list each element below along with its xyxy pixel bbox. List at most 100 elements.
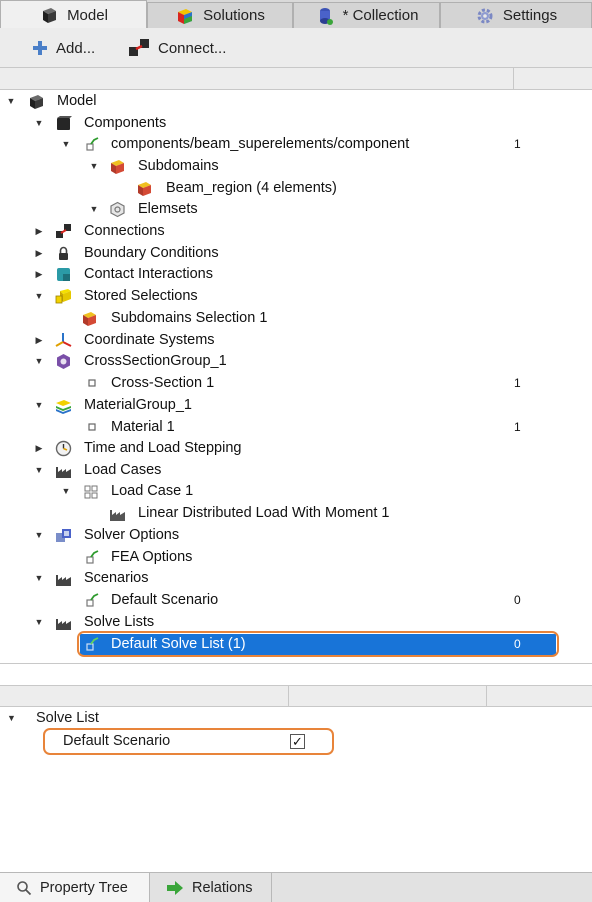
collapse-arrow-icon[interactable]: ▼	[34, 400, 44, 410]
tree-row-cross-section-group[interactable]: ▼ CrossSectionGroup_1	[0, 351, 592, 372]
tree-row-scenarios[interactable]: ▼ Scenarios	[0, 568, 592, 589]
tree-row-contact-interactions[interactable]: ▶ Contact Interactions	[0, 264, 592, 285]
factory-icon	[55, 462, 72, 479]
tree-row-label: Default Scenario	[111, 592, 219, 608]
tree-row-label: Default Solve List (1)	[111, 636, 246, 652]
collapse-arrow-icon[interactable]: ▼	[34, 356, 44, 366]
factory-icon	[55, 570, 72, 587]
collapse-arrow-icon[interactable]: ▼	[61, 139, 71, 149]
expand-arrow-icon[interactable]: ▶	[35, 442, 43, 453]
tree-row-coordinate-systems[interactable]: ▶ Coordinate Systems	[0, 330, 592, 351]
column-separator[interactable]	[486, 686, 487, 707]
tree-row-label: Model	[57, 93, 97, 109]
collapse-arrow-icon[interactable]: ▼	[34, 118, 44, 128]
tree-row-label: Subdomains	[138, 158, 219, 174]
subdomain-cube-icon	[109, 158, 126, 175]
tree-row-label: Stored Selections	[84, 288, 198, 304]
region-cube-icon	[136, 180, 153, 197]
tree-row-solve-lists[interactable]: ▼ Solve Lists	[0, 612, 592, 633]
toolbar: Add... Connect...	[0, 28, 592, 68]
tree-row-time-load-stepping[interactable]: ▶ Time and Load Stepping	[0, 438, 592, 459]
tree-row-label: Load Case 1	[111, 483, 194, 499]
collapse-arrow-icon[interactable]: ▼	[7, 713, 16, 723]
tree-row-linear-distributed-load[interactable]: Linear Distributed Load With Moment 1	[0, 503, 592, 524]
model-tree[interactable]: ▼ Model ▼ Components ▼ components/beam_s…	[0, 90, 592, 664]
top-tab-bar: Model Solutions * Collection Settings	[0, 0, 592, 29]
property-column-header[interactable]	[0, 685, 592, 707]
tree-row-label: Connections	[84, 223, 165, 239]
expand-arrow-icon[interactable]: ▶	[35, 268, 43, 279]
component-check-icon	[83, 549, 100, 566]
tree-row-model[interactable]: ▼ Model	[0, 91, 592, 112]
tree-row-connections[interactable]: ▶ Connections	[0, 221, 592, 242]
tree-row-count: 0	[514, 637, 521, 651]
tree-row-label: Linear Distributed Load With Moment 1	[138, 505, 390, 521]
tab-relations-label: Relations	[192, 880, 253, 896]
tab-relations[interactable]: Relations	[150, 873, 272, 902]
factory-icon	[55, 614, 72, 631]
tree-row-label: Material 1	[111, 419, 175, 435]
collapse-arrow-icon[interactable]: ▼	[89, 161, 99, 171]
tab-collection[interactable]: * Collection	[293, 2, 440, 28]
component-check-icon	[83, 136, 100, 153]
tree-row-components[interactable]: ▼ Components	[0, 113, 592, 134]
tab-settings[interactable]: Settings	[440, 2, 592, 28]
collapse-arrow-icon[interactable]: ▼	[61, 486, 71, 496]
collapse-arrow-icon[interactable]: ▼	[89, 204, 99, 214]
connect-button[interactable]: Connect...	[128, 36, 226, 60]
arrow-right-icon	[166, 880, 184, 896]
column-separator[interactable]	[513, 68, 514, 90]
tree-row-subdomains-selection[interactable]: Subdomains Selection 1	[0, 308, 592, 329]
tree-row-label: Beam_region (4 elements)	[166, 180, 337, 196]
collection-icon	[315, 6, 335, 26]
tree-row-count: 1	[514, 420, 521, 434]
expand-arrow-icon[interactable]: ▶	[35, 247, 43, 258]
tree-row-label: Load Cases	[84, 462, 162, 478]
tab-solutions[interactable]: Solutions	[147, 2, 293, 28]
tree-row-count: 1	[514, 376, 521, 390]
tree-row-elemsets[interactable]: ▼ Elemsets	[0, 199, 592, 220]
cross-section-icon	[55, 353, 72, 370]
tree-row-label: Elemsets	[138, 201, 198, 217]
tree-row-fea-options[interactable]: FEA Options	[0, 547, 592, 568]
item-square-icon	[86, 419, 103, 436]
selection-cube-icon	[55, 288, 72, 305]
add-button[interactable]: Add...	[32, 36, 95, 60]
tree-row-load-cases[interactable]: ▼ Load Cases	[0, 460, 592, 481]
tree-row-material-group[interactable]: ▼ MaterialGroup_1	[0, 395, 592, 416]
tree-row-beam-region[interactable]: Beam_region (4 elements)	[0, 178, 592, 199]
tree-row-load-case[interactable]: ▼ Load Case 1	[0, 481, 592, 502]
collapse-arrow-icon[interactable]: ▼	[6, 96, 16, 106]
tree-row-boundary-conditions[interactable]: ▶ Boundary Conditions	[0, 243, 592, 264]
grid-icon	[83, 483, 100, 500]
tree-row-component-path[interactable]: ▼ components/beam_superelements/componen…	[0, 134, 592, 155]
gear-icon	[475, 6, 495, 26]
collapse-arrow-icon[interactable]: ▼	[34, 617, 44, 627]
default-scenario-checkbox[interactable]: ✓	[290, 734, 305, 749]
tree-row-cross-section[interactable]: Cross-Section 1 1	[0, 373, 592, 394]
elemsets-hex-icon	[109, 201, 126, 218]
tree-row-label: Solve Lists	[84, 614, 155, 630]
collapse-arrow-icon[interactable]: ▼	[34, 573, 44, 583]
tree-row-stored-selections[interactable]: ▼ Stored Selections	[0, 286, 592, 307]
tree-row-default-solve-list[interactable]: Default Solve List (1) 0	[80, 634, 556, 655]
tree-row-label: Time and Load Stepping	[84, 440, 242, 456]
column-separator[interactable]	[288, 686, 289, 707]
tab-model[interactable]: Model	[0, 0, 147, 29]
collapse-arrow-icon[interactable]: ▼	[34, 465, 44, 475]
tree-row-solver-options[interactable]: ▼ Solver Options	[0, 525, 592, 546]
collapse-arrow-icon[interactable]: ▼	[34, 291, 44, 301]
expand-arrow-icon[interactable]: ▶	[35, 225, 43, 236]
tab-property-tree-label: Property Tree	[40, 880, 128, 896]
tab-property-tree[interactable]: Property Tree	[0, 873, 150, 902]
contact-icon	[55, 266, 72, 283]
tree-row-material[interactable]: Material 1 1	[0, 417, 592, 438]
tree-row-subdomains[interactable]: ▼ Subdomains	[0, 156, 592, 177]
tree-column-header[interactable]	[0, 68, 592, 90]
solve-list-group-label: Solve List	[36, 710, 99, 726]
expand-arrow-icon[interactable]: ▶	[35, 334, 43, 345]
model-cube-icon	[39, 5, 59, 25]
collapse-arrow-icon[interactable]: ▼	[34, 530, 44, 540]
property-panel: ▼ Solve List Default Scenario ✓	[0, 707, 592, 872]
tree-row-default-scenario[interactable]: Default Scenario 0	[0, 590, 592, 611]
